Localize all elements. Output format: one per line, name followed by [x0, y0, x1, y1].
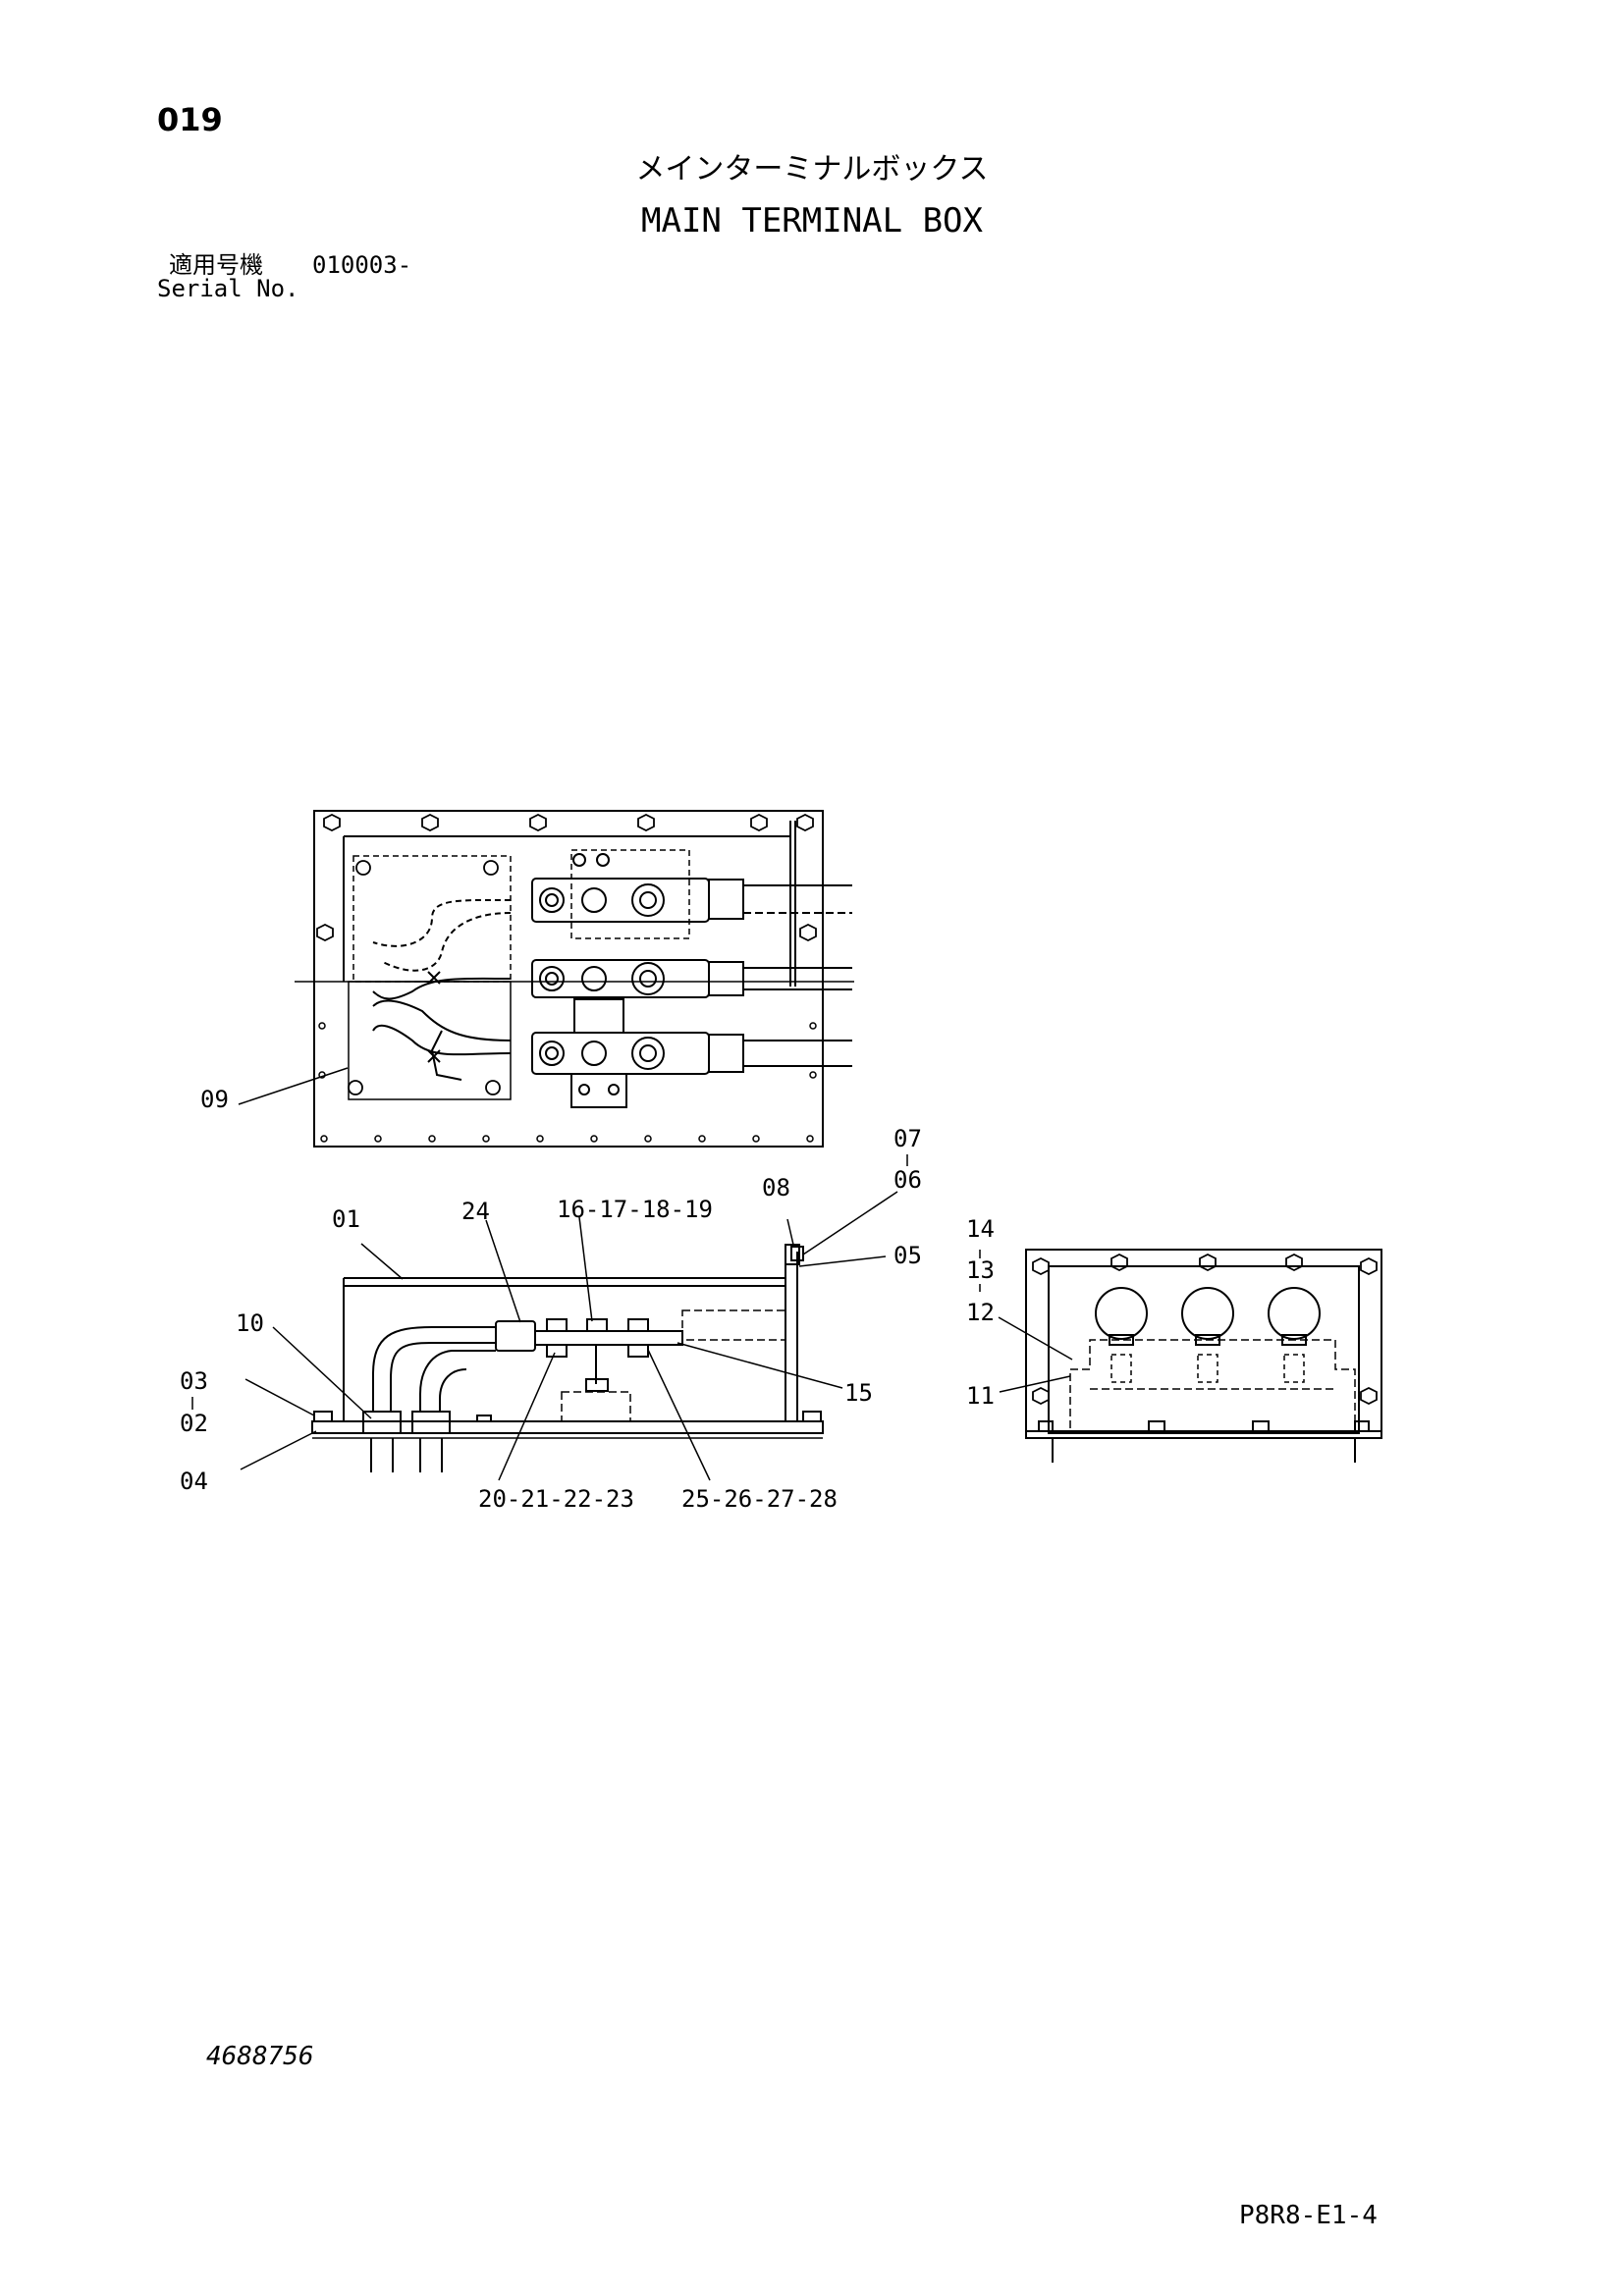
callout-05: 05: [893, 1242, 922, 1269]
serial-number: 010003-: [312, 251, 412, 279]
serial-label-english: Serial No.: [157, 275, 299, 302]
top-view-outer-box: [313, 810, 824, 1148]
callout-14: 14: [966, 1215, 995, 1243]
callout-06: 06: [893, 1166, 922, 1194]
title-japanese: メインターミナルボックス: [635, 152, 989, 187]
callout-24: 24: [461, 1198, 490, 1225]
callout-16-19: 16-17-18-19: [557, 1196, 713, 1223]
page-code: P8R8-E1-4: [1239, 2201, 1378, 2230]
callout-09: 09: [200, 1086, 229, 1113]
callout-15: 15: [844, 1379, 873, 1407]
callout-07: 07: [893, 1125, 922, 1152]
drawing-number: 4688756: [206, 2042, 314, 2071]
callout-01: 01: [332, 1205, 360, 1233]
callout-20-23: 20-21-22-23: [478, 1485, 634, 1513]
callout-13: 13: [966, 1256, 995, 1284]
end-view: [979, 1249, 1382, 1463]
side-view: [240, 1191, 898, 1481]
top-view: [238, 810, 854, 1148]
callout-12: 12: [966, 1299, 995, 1326]
callout-03: 03: [180, 1367, 208, 1395]
callout-11: 11: [966, 1382, 995, 1410]
serial-label-japanese: 適用号機: [169, 251, 263, 279]
callout-02: 02: [180, 1410, 208, 1437]
callout-10: 10: [236, 1309, 264, 1337]
callout-25-28: 25-26-27-28: [681, 1485, 838, 1513]
page-number: 019: [157, 101, 223, 138]
title-english: MAIN TERMINAL BOX: [641, 201, 983, 240]
callout-08: 08: [762, 1174, 790, 1201]
callout-04: 04: [180, 1468, 208, 1495]
